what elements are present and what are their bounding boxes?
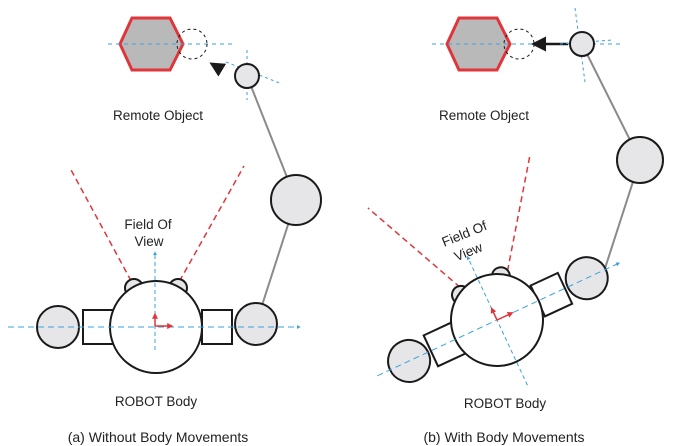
fov-left-edge-b xyxy=(367,207,499,321)
shoulder-right-a xyxy=(201,309,233,345)
body-axis-v-b xyxy=(466,255,528,386)
remote-object-label-b: Remote Object xyxy=(439,108,529,123)
caption-b: (b) With Body Movements xyxy=(423,429,584,445)
panel-a: Remote Object Field Of View ROBOT Body (… xyxy=(8,16,322,445)
robot-body-b xyxy=(377,255,621,386)
robot-body-label-b: ROBOT Body xyxy=(464,396,547,411)
object-grasp-ring-a xyxy=(176,28,208,60)
hand-joint-a xyxy=(234,63,260,89)
panel-b: Remote Object Field Of View ROBOT Body (… xyxy=(367,7,664,445)
robot-body-label-a: ROBOT Body xyxy=(115,394,198,409)
fov-label-line2-a: View xyxy=(134,234,163,249)
hexagon-object-b xyxy=(445,16,512,72)
hand-joint-b xyxy=(569,31,595,57)
remote-object-a xyxy=(108,16,232,77)
caption-a: (a) Without Body Movements xyxy=(68,429,249,445)
fov-right-edge-b xyxy=(497,154,531,321)
fov-label-line1-a: Field Of xyxy=(124,217,172,232)
wheel-right-a xyxy=(234,302,278,346)
reach-arrow-a xyxy=(209,62,227,77)
elbow-joint-a xyxy=(270,174,322,226)
body-heading-x-b xyxy=(496,312,514,321)
body-heading-y-b xyxy=(490,307,498,321)
remote-object-label-a: Remote Object xyxy=(113,108,203,123)
robot-body-a xyxy=(8,251,301,374)
elbow-joint-b xyxy=(616,136,664,184)
